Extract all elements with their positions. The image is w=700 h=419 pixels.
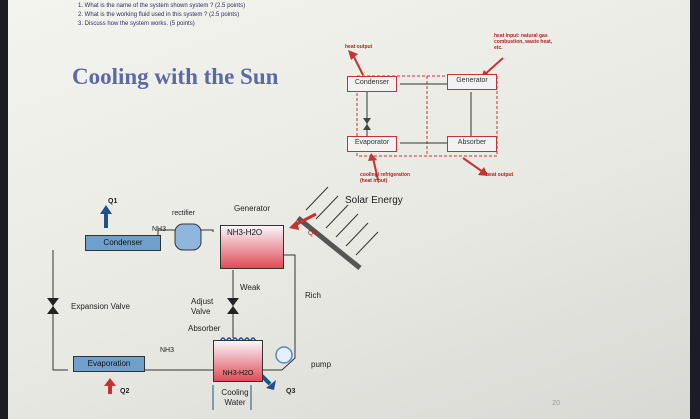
solar-collector-icon xyxy=(296,216,362,270)
schematic-valve-icon xyxy=(363,118,371,124)
q4-label: Q4 xyxy=(308,230,318,237)
pipe-left-loop xyxy=(52,250,68,371)
expansion-valve-label: Expansion Valve xyxy=(71,302,130,311)
expansion-valve-icon xyxy=(47,298,59,306)
generator-label: Generator xyxy=(234,204,271,213)
q1-arrowhead xyxy=(100,205,112,214)
slide-number: 20 xyxy=(552,400,560,407)
slide: 1. What is the name of the system shown … xyxy=(8,0,690,419)
q2-arrowhead xyxy=(104,378,116,386)
schematic-valve-icon-2 xyxy=(363,124,371,130)
q2-label: Q2 xyxy=(120,388,130,395)
solar-heat-arrowhead xyxy=(289,220,299,230)
adjust-valve-icon xyxy=(227,298,239,306)
generator-solution-label: NH3-H2O xyxy=(227,228,263,237)
cooling-water-label: Cooling Water xyxy=(221,388,249,407)
cooling-arrow xyxy=(372,157,379,181)
schematic-cooling-label: cooling/ refrigeration (heat input) xyxy=(360,172,411,184)
nh3-bottom-label: NH3 xyxy=(160,347,175,354)
rectifier-label: rectifier xyxy=(172,210,195,217)
nh3-top-label: NH3 xyxy=(152,226,167,233)
heat-output-arrow xyxy=(352,54,364,76)
absorber-solution-label: NH3-H2O xyxy=(222,370,254,377)
schematic-evaporator-box: Evaporator xyxy=(347,136,397,152)
question-list: 1. What is the name of the system shown … xyxy=(78,2,245,29)
weak-label: Weak xyxy=(240,283,261,292)
diagram-lines xyxy=(47,50,504,410)
schematic-heat-input-label: heat input: natural gas combustion, wast… xyxy=(494,33,553,51)
schematic-absorber-box: Absorber xyxy=(447,136,497,152)
rectifier-icon xyxy=(174,223,202,251)
question-3: 3. Discuss how the system works. (5 poin… xyxy=(78,21,195,27)
adjust-valve-label: Adjust Valve xyxy=(191,297,214,316)
pump-label: pump xyxy=(311,360,332,369)
generator-tank: NH3-H2O xyxy=(220,225,284,269)
question-2: 2. What is the working fluid used in thi… xyxy=(78,12,240,18)
q1-label: Q1 xyxy=(108,198,118,205)
adjust-valve-icon-2 xyxy=(227,306,239,314)
heat-output-arrowhead xyxy=(348,50,358,60)
solar-energy-label: Solar Energy xyxy=(345,195,403,206)
sun-rays-icon xyxy=(305,186,379,256)
schematic-heat-output-label: heat output xyxy=(345,44,373,50)
q3-label: Q3 xyxy=(286,388,296,395)
evaporation-box: Evaporation xyxy=(73,356,145,372)
question-1: 1. What is the name of the system shown … xyxy=(78,3,246,9)
pipe-rich-pump xyxy=(263,254,296,371)
schematic-condenser-box: Condenser xyxy=(347,76,397,92)
schematic-generator-box: Generator xyxy=(447,74,497,90)
absorber-label: Absorber xyxy=(188,324,221,333)
cooling-arrowhead xyxy=(368,153,377,161)
expansion-valve-icon-2 xyxy=(47,306,59,314)
schematic-heat-output-right-label: heat output xyxy=(486,172,514,178)
pump-icon[interactable] xyxy=(275,346,293,364)
q3-arrowhead xyxy=(266,380,276,390)
rich-label: Rich xyxy=(305,291,322,300)
slide-title: Cooling with the Sun xyxy=(72,64,279,89)
absorber-tank: NH3-H2O xyxy=(213,340,263,382)
heat-out-right-arrowhead xyxy=(478,167,488,176)
condenser-box: Condenser xyxy=(85,235,161,251)
heat-out-right-arrow xyxy=(462,157,484,173)
